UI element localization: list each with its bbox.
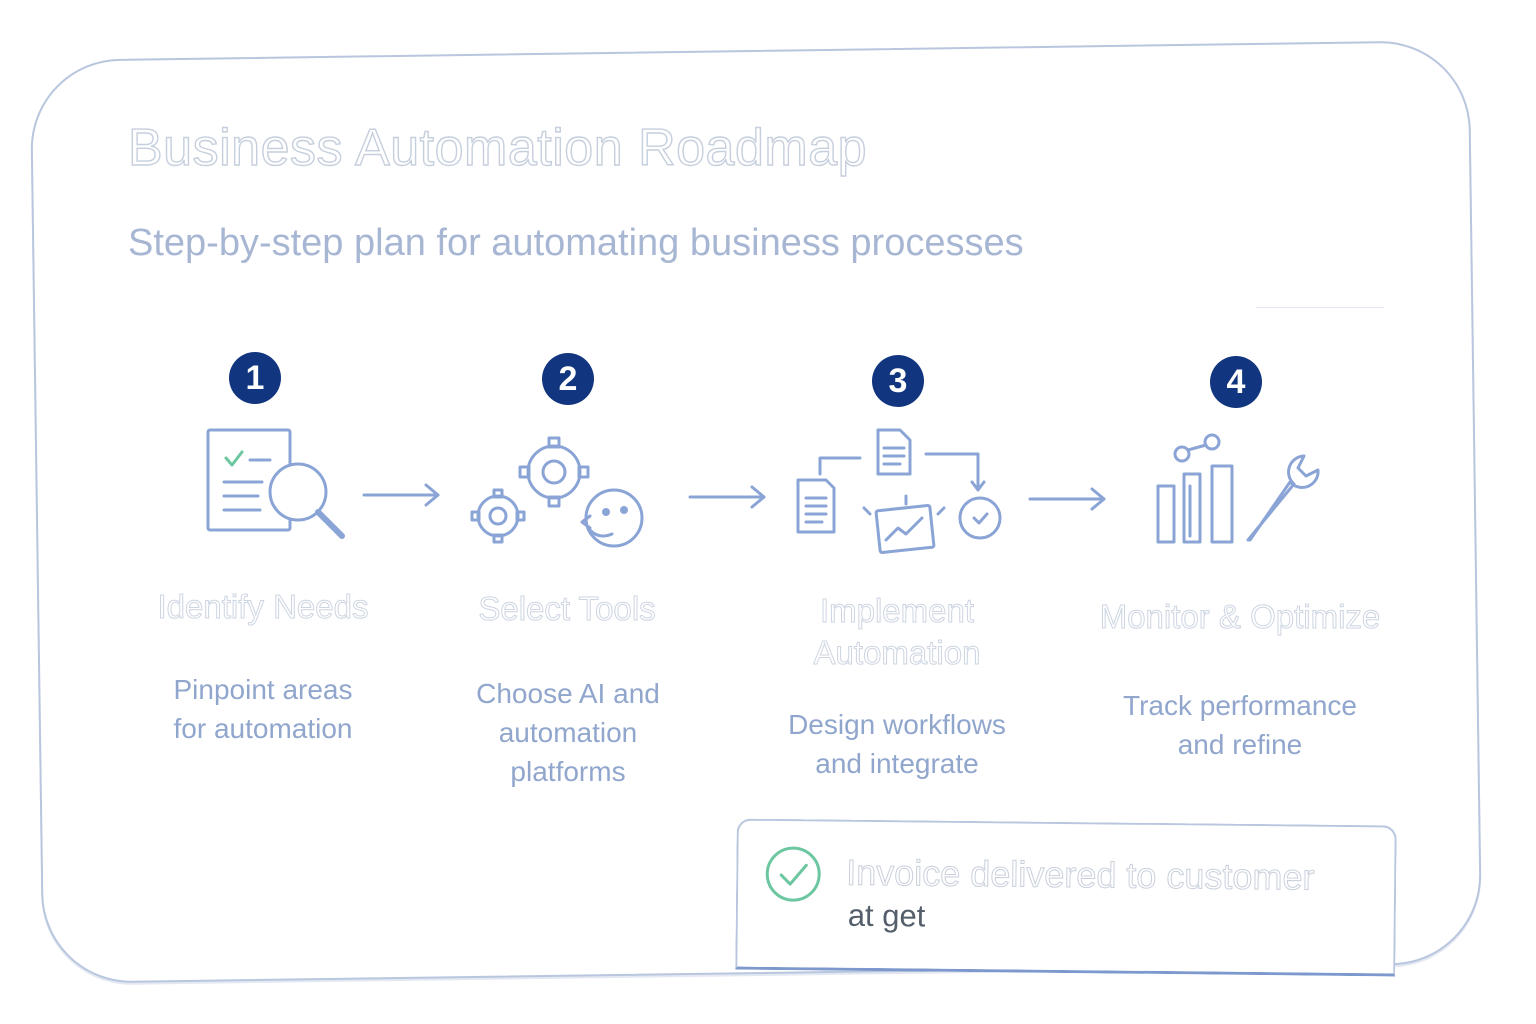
step-4-title: Monitor & Optimize [1099,598,1381,636]
step-1-title: Identify Needs [157,588,369,626]
step-4-description-line: Track performance [1123,690,1357,721]
step-3-description-line: and integrate [815,748,979,779]
step-2-description-line: Choose AI and [476,678,660,709]
step-4-description-line: and refine [1177,729,1303,760]
step-3-title-line: Implement [819,592,975,630]
step-3-description: Design workflows and integrate [747,705,1047,783]
bar-chart-wrench-icon [1156,433,1320,544]
arrow-right-icon [1028,487,1106,511]
step-1-description-line: for automation [173,713,353,744]
workflow-documents-icon [796,428,1002,555]
checklist-magnifier-icon [206,428,345,539]
step-2-badge: 2 [542,353,594,405]
page-title: Business Automation Roadmap [127,118,868,177]
notification-subtitle: at get [847,897,926,934]
step-2-description-line: automation [498,717,638,748]
step-1-description: Pinpoint areas for automation [113,670,413,748]
step-3-description-line: Design workflows [788,709,1006,740]
step-2-description-line: platforms [510,756,626,787]
step-1-description-line: Pinpoint areas [173,674,353,705]
step-3-title-line: Automation [813,634,981,672]
divider [1256,307,1384,308]
page-subtitle: Step-by-step plan for automating busines… [128,222,1024,264]
step-4-badge: 4 [1210,356,1262,408]
step-2-title: Select Tools [478,590,656,628]
check-circle-icon [765,846,821,902]
gears-robot-icon [470,436,644,548]
notification-toast[interactable]: Invoice delivered to customer at get [735,818,1397,977]
arrow-right-icon [688,485,766,509]
step-1-badge: 1 [229,352,281,404]
notification-title: Invoice delivered to customer [846,851,1316,898]
step-2-description: Choose AI and automation platforms [418,674,718,791]
step-3-badge: 3 [872,355,924,407]
step-3-title: Implement Automation [727,590,1067,674]
arrow-right-icon [362,483,440,507]
step-4-description: Track performance and refine [1090,686,1390,764]
